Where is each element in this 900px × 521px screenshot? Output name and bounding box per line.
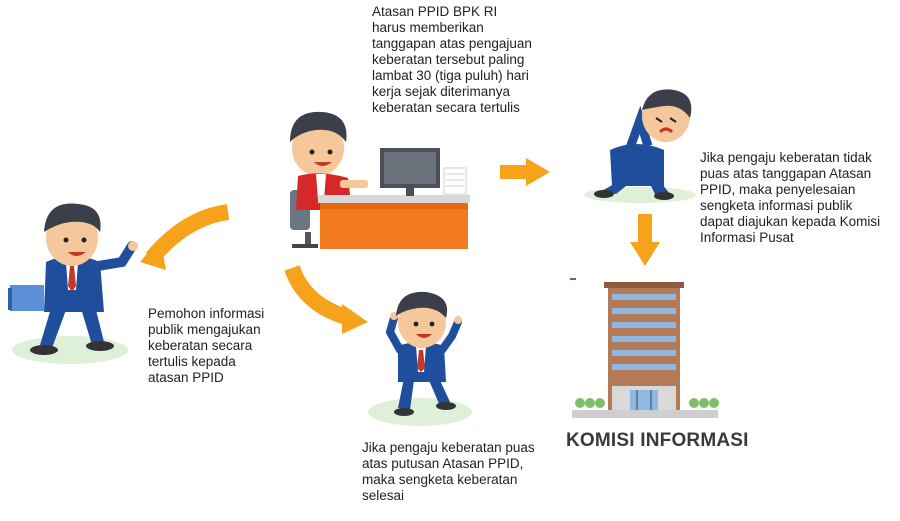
- building-label: KOMISI INFORMASI: [566, 430, 749, 451]
- applicant-figure: [8, 203, 138, 364]
- arrow-top-to-right: [500, 158, 550, 186]
- dissatisfied-figure: [584, 89, 696, 203]
- text-left-submission: Pemohon informasi publik mengajukan kebe…: [148, 306, 265, 385]
- komisi-informasi-building: [570, 278, 719, 418]
- officer-at-desk: [290, 111, 470, 249]
- arrow-left-to-top: [140, 204, 230, 270]
- satisfied-figure: [368, 291, 472, 426]
- arrow-top-to-bottom: [284, 265, 368, 334]
- text-right-escalation: Jika pengaju keberatan tidak puas atas t…: [700, 150, 881, 245]
- arrow-right-to-building: [630, 214, 660, 266]
- text-top-officer-response: Atasan PPID BPK RI harus memberikan tang…: [372, 4, 532, 115]
- text-bottom-resolved: Jika pengaju keberatan puas atas putusan…: [362, 440, 535, 503]
